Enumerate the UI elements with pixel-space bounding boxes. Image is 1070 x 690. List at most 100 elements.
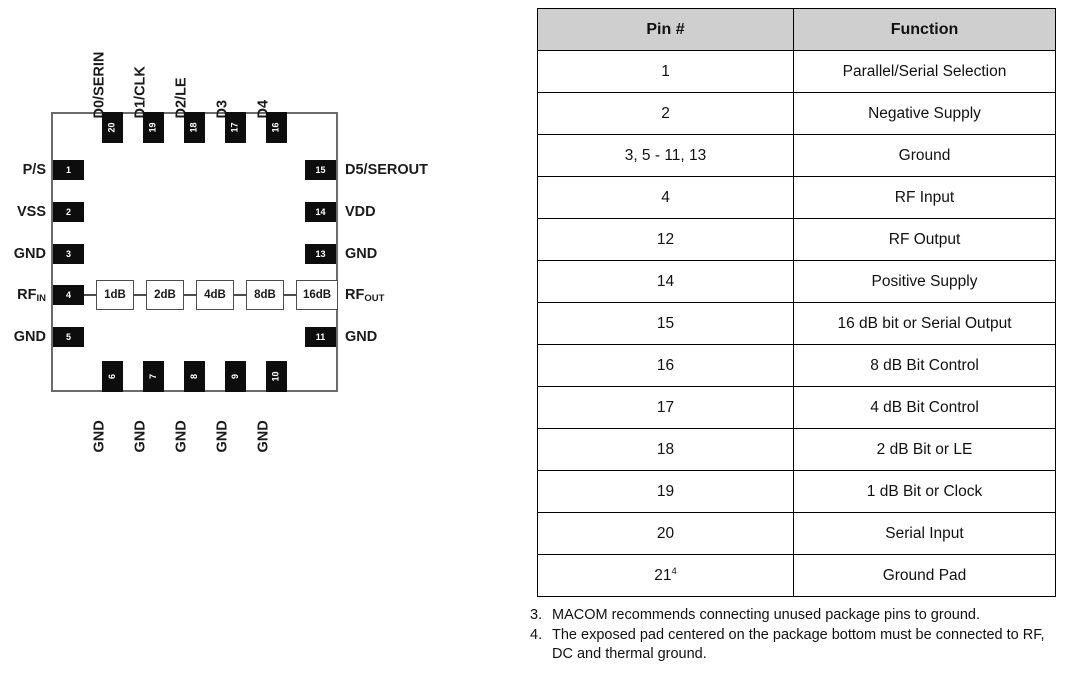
pin-label-gnd-7: GND — [132, 420, 149, 453]
pin-pad-5-number: 5 — [65, 331, 71, 342]
footnote-number: 4. — [530, 627, 543, 644]
footnote-marker: 4 — [671, 565, 677, 577]
pin-pad-20: 20 — [102, 112, 123, 143]
pin-pad-13-number: 13 — [315, 248, 326, 259]
pin-label-gnd-3-text: GND — [13, 246, 46, 262]
pin-label-vdd: VDD — [345, 205, 376, 220]
pin-pad-17-number: 17 — [229, 122, 240, 133]
signal-wire-3 — [234, 294, 246, 296]
pin-label-vss-text: VSS — [16, 204, 46, 220]
pin-pad-7: 7 — [143, 361, 164, 392]
pin-pad-8: 8 — [184, 361, 205, 392]
cell-pin-number: 214 — [537, 554, 794, 597]
pin-pad-14: 14 — [305, 202, 336, 222]
cell-function: Positive Supply — [793, 260, 1056, 303]
pin-label-rfout: RFOUT — [345, 287, 385, 304]
pin-pad-6-number: 6 — [106, 373, 117, 380]
cell-pin-number: 16 — [537, 344, 794, 387]
column-header-pin: Pin # — [537, 8, 794, 51]
attenuator-block-8db: 8dB — [246, 280, 284, 310]
footnote-item: 4. The exposed pad centered on the packag… — [530, 626, 1060, 664]
pin-label-gnd-6: GND — [91, 420, 108, 453]
pin-label-rfout-text: RF — [345, 287, 365, 303]
table-header-row: Pin # Function — [537, 8, 1056, 51]
pin-label-rfin: RFIN — [0, 287, 47, 304]
pin-pad-18: 18 — [184, 112, 205, 143]
pin-pad-2: 2 — [53, 202, 84, 222]
cell-pin-number: 17 — [537, 386, 794, 429]
cell-pin-number: 18 — [537, 428, 794, 471]
pin-pad-15-number: 15 — [315, 164, 326, 175]
pin-label-ps: P/S — [0, 163, 46, 178]
cell-pin-number: 12 — [537, 218, 794, 261]
pin-pad-10: 10 — [266, 361, 287, 392]
pin-label-d1-clk: D1/CLK — [132, 66, 149, 119]
attenuator-block-2db: 2dB — [146, 280, 184, 310]
pin-pad-9: 9 — [225, 361, 246, 392]
cell-pin-number: 2 — [537, 92, 794, 135]
pin-pad-7-number: 7 — [147, 373, 158, 380]
pin-label-gnd-5-text: GND — [13, 329, 46, 345]
cell-pin-number: 4 — [537, 176, 794, 219]
pin-pad-2-number: 2 — [65, 206, 71, 217]
pin-pad-10-number: 10 — [270, 371, 281, 382]
cell-pin-number: 3, 5 - 11, 13 — [537, 134, 794, 177]
cell-function: 16 dB bit or Serial Output — [793, 302, 1056, 345]
cell-function: 4 dB Bit Control — [793, 386, 1056, 429]
pin-label-ps-text: P/S — [22, 162, 46, 178]
pin-label-rfout-sub: OUT — [364, 293, 385, 304]
pin-label-gnd-11-text: GND — [345, 329, 378, 345]
pin-label-d5-serout-text: D5/SEROUT — [345, 162, 428, 178]
footnote-text: MACOM recommends connecting unused packa… — [552, 607, 980, 623]
pin-label-vss: VSS — [0, 205, 46, 220]
cell-function: Serial Input — [793, 512, 1056, 555]
signal-wire-in — [84, 294, 96, 296]
pin-label-gnd-5: GND — [0, 330, 46, 345]
footnote-item: 3.MACOM recommends connecting unused pac… — [530, 606, 1060, 625]
pin-pad-1-number: 1 — [65, 164, 71, 175]
pin-label-vdd-text: VDD — [345, 204, 376, 220]
signal-wire-4 — [284, 294, 294, 296]
pin-label-gnd-3: GND — [0, 247, 46, 262]
pin-pad-4-number: 4 — [65, 289, 71, 300]
pin-pad-17: 17 — [225, 112, 246, 143]
cell-pin-number: 20 — [537, 512, 794, 555]
pin-pad-3-number: 3 — [65, 248, 71, 259]
pin-pad-11: 11 — [305, 327, 336, 347]
attenuator-block-4db: 4dB — [196, 280, 234, 310]
cell-pin-number: 15 — [537, 302, 794, 345]
pin-pad-13: 13 — [305, 244, 336, 264]
pin-pad-5: 5 — [53, 327, 84, 347]
cell-function: RF Input — [793, 176, 1056, 219]
cell-function: Ground Pad — [793, 554, 1056, 597]
pin-pad-15: 15 — [305, 160, 336, 180]
pin-label-gnd-13-text: GND — [345, 246, 378, 262]
signal-wire-1 — [134, 294, 146, 296]
pin-pad-18-number: 18 — [188, 122, 199, 133]
cell-function: 2 dB Bit or LE — [793, 428, 1056, 471]
footnote-text: The exposed pad centered on the package … — [552, 627, 1045, 663]
cell-function: Ground — [793, 134, 1056, 177]
pin-label-rfin-sub: IN — [36, 293, 47, 304]
pin-pad-19-number: 19 — [147, 122, 158, 133]
attenuator-block-1db: 1dB — [96, 280, 134, 310]
pin-label-rfin-text: RF — [17, 287, 37, 303]
pin-pad-8-number: 8 — [188, 373, 199, 380]
pin-pad-20-number: 20 — [106, 122, 117, 133]
pin-pad-16-number: 16 — [270, 122, 281, 133]
pin-pad-9-number: 9 — [229, 373, 240, 380]
cell-pin-number: 1 — [537, 50, 794, 93]
package-pinout-diagram: 20 19 18 17 16 D0/SERIN D1/CLK D2/LE D3 … — [0, 0, 520, 470]
footnotes-block: 3.MACOM recommends connecting unused pac… — [530, 606, 1060, 665]
pin-label-gnd-9: GND — [214, 420, 231, 453]
